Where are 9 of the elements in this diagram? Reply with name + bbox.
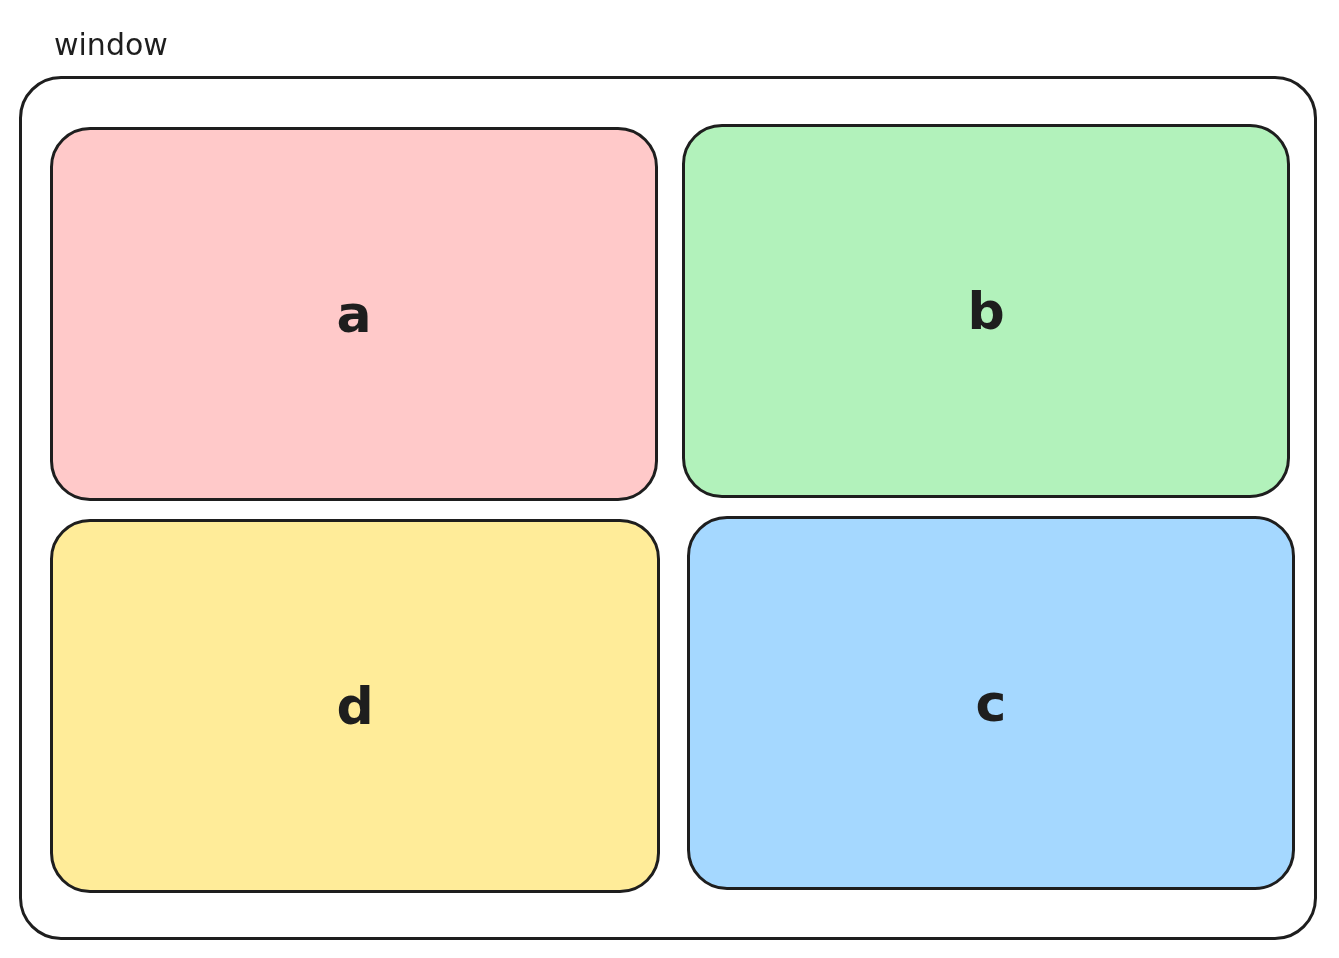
panel: [687, 516, 1295, 890]
panel: [682, 124, 1290, 498]
frame-title: window: [54, 27, 168, 62]
panel-label: b: [967, 281, 1005, 341]
panel: [50, 519, 660, 893]
panel: [50, 127, 658, 501]
panel-label: a: [336, 284, 372, 344]
panel-label: d: [336, 676, 374, 736]
panel-label: c: [975, 673, 1007, 733]
